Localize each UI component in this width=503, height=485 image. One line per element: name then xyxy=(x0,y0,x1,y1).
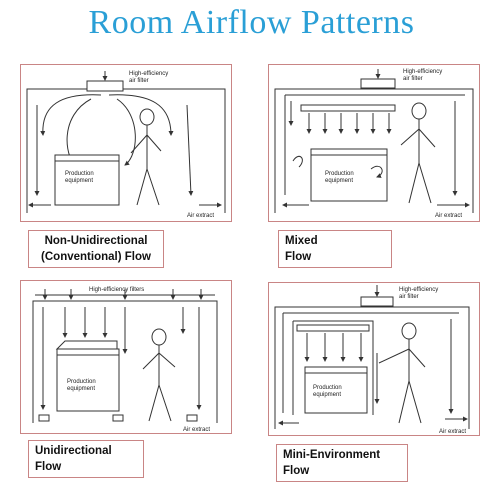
equipment-label-1: Production xyxy=(65,171,94,177)
panel-nonunidirectional: High-efficiency air filter Production eq… xyxy=(20,64,232,222)
panel-minienvironment: High-efficiency air filter Production eq… xyxy=(268,282,480,436)
air-extract-label: Air extract xyxy=(435,213,462,219)
filter-label-2: air filter xyxy=(399,294,419,300)
filter-label-2: air filter xyxy=(403,76,423,82)
panel-mixed: High-efficiency air filter Production eq… xyxy=(268,64,480,222)
caption-line-2: Flow xyxy=(285,251,312,263)
equipment-label-2: equipment xyxy=(65,178,93,184)
caption-nonunidirectional: Non-Unidirectional (Conventional) Flow xyxy=(28,230,164,268)
equipment-label-2: equipment xyxy=(325,178,353,184)
page-title: Room Airflow Patterns xyxy=(88,4,415,41)
air-extract-label: Air extract xyxy=(439,429,466,435)
caption-mixed: Mixed Flow xyxy=(278,230,392,268)
diagram-nonunidirectional: High-efficiency air filter Production eq… xyxy=(26,71,226,219)
caption-line-2: Flow xyxy=(35,461,62,473)
caption-line-2: (Conventional) Flow xyxy=(41,251,151,263)
filter-label-1: High-efficiency xyxy=(399,287,438,293)
equipment-label-2: equipment xyxy=(313,392,341,398)
equipment-label-1: Production xyxy=(325,171,354,177)
equipment-label-1: Production xyxy=(67,379,96,385)
equipment-label-1: Production xyxy=(313,385,342,391)
caption-line-1: Non-Unidirectional xyxy=(44,235,148,247)
equipment-label-2: equipment xyxy=(67,386,95,392)
panel-unidirectional: High-efficiency filters Production equip… xyxy=(20,280,232,434)
caption-line-1: Mixed xyxy=(285,235,318,247)
caption-minienvironment: Mini-Environment Flow xyxy=(276,444,408,482)
diagram-mixed: High-efficiency air filter Production eq… xyxy=(274,69,474,219)
caption-line-2: Flow xyxy=(283,465,310,477)
caption-unidirectional: Unidirectional Flow xyxy=(28,440,144,478)
caption-line-1: Mini-Environment xyxy=(283,449,381,461)
diagram-minienvironment: High-efficiency air filter Production eq… xyxy=(274,285,470,435)
filter-label-2: air filter xyxy=(129,78,149,84)
filter-label-1: High-efficiency xyxy=(403,69,442,75)
filter-label: High-efficiency filters xyxy=(89,287,144,293)
caption-line-1: Unidirectional xyxy=(35,445,112,457)
diagram-unidirectional: High-efficiency filters Production equip… xyxy=(32,287,218,433)
filter-label-1: High-efficiency xyxy=(129,71,168,77)
air-extract-label: Air extract xyxy=(183,427,210,433)
air-extract-label: Air extract xyxy=(187,213,214,219)
